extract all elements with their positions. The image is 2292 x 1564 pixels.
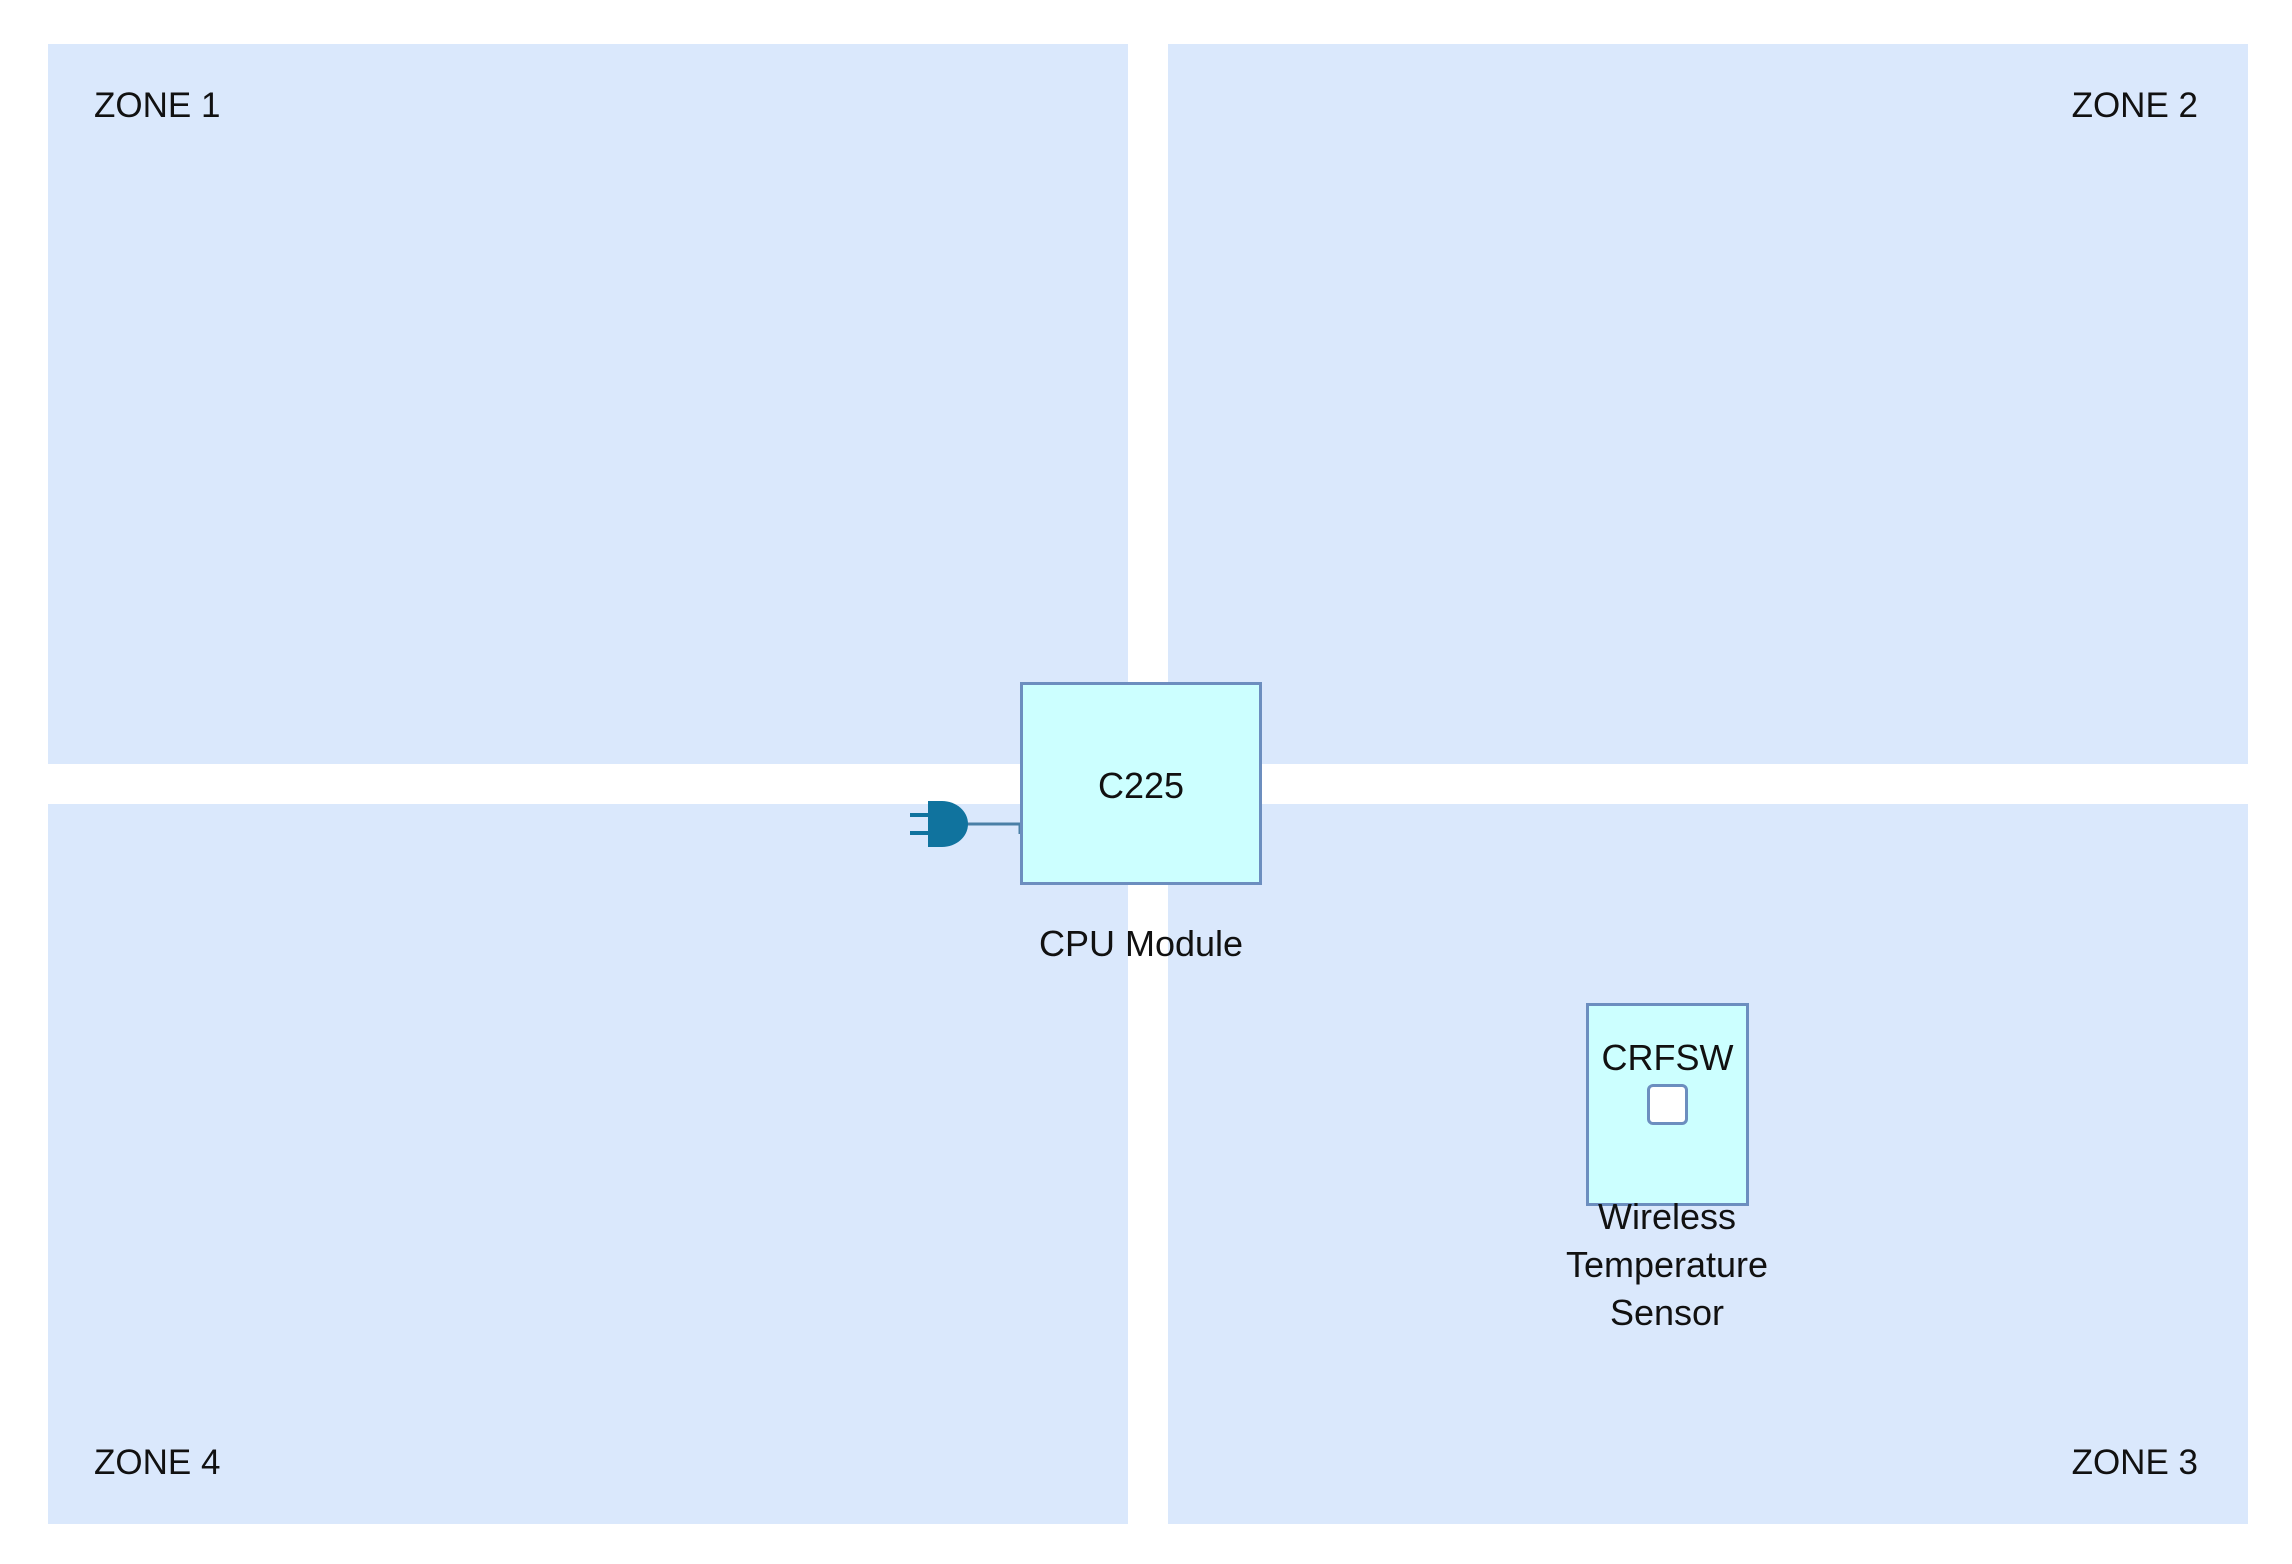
zone-1: ZONE 1	[48, 44, 1128, 764]
sensor-caption-line: Temperature	[1565, 1244, 1769, 1285]
sensor-caption-line: Wireless	[1597, 1196, 1736, 1237]
zone-2-label: ZONE 2	[2071, 86, 2198, 125]
wireless-sensor-code: CRFSW	[1601, 1037, 1734, 1078]
zone-3-label: ZONE 3	[2071, 1443, 2198, 1482]
zone-4: ZONE 4	[48, 804, 1128, 1524]
wireless-sensor-box[interactable]: CRFSW	[1586, 1003, 1749, 1206]
wireless-sensor-caption: Wireless Temperature Sensor	[1487, 1193, 1847, 1337]
cpu-module-caption: CPU Module	[1038, 923, 1244, 964]
power-plug-icon	[910, 801, 1022, 847]
zone-4-label: ZONE 4	[94, 1443, 221, 1482]
zone-2: ZONE 2	[1168, 44, 2248, 764]
square-indicator-icon	[1647, 1084, 1688, 1125]
sensor-caption-line: Sensor	[1609, 1292, 1725, 1333]
cpu-module-code: C225	[1097, 765, 1185, 806]
zone-1-label: ZONE 1	[94, 86, 221, 125]
cpu-module-box[interactable]: C225	[1020, 682, 1262, 885]
